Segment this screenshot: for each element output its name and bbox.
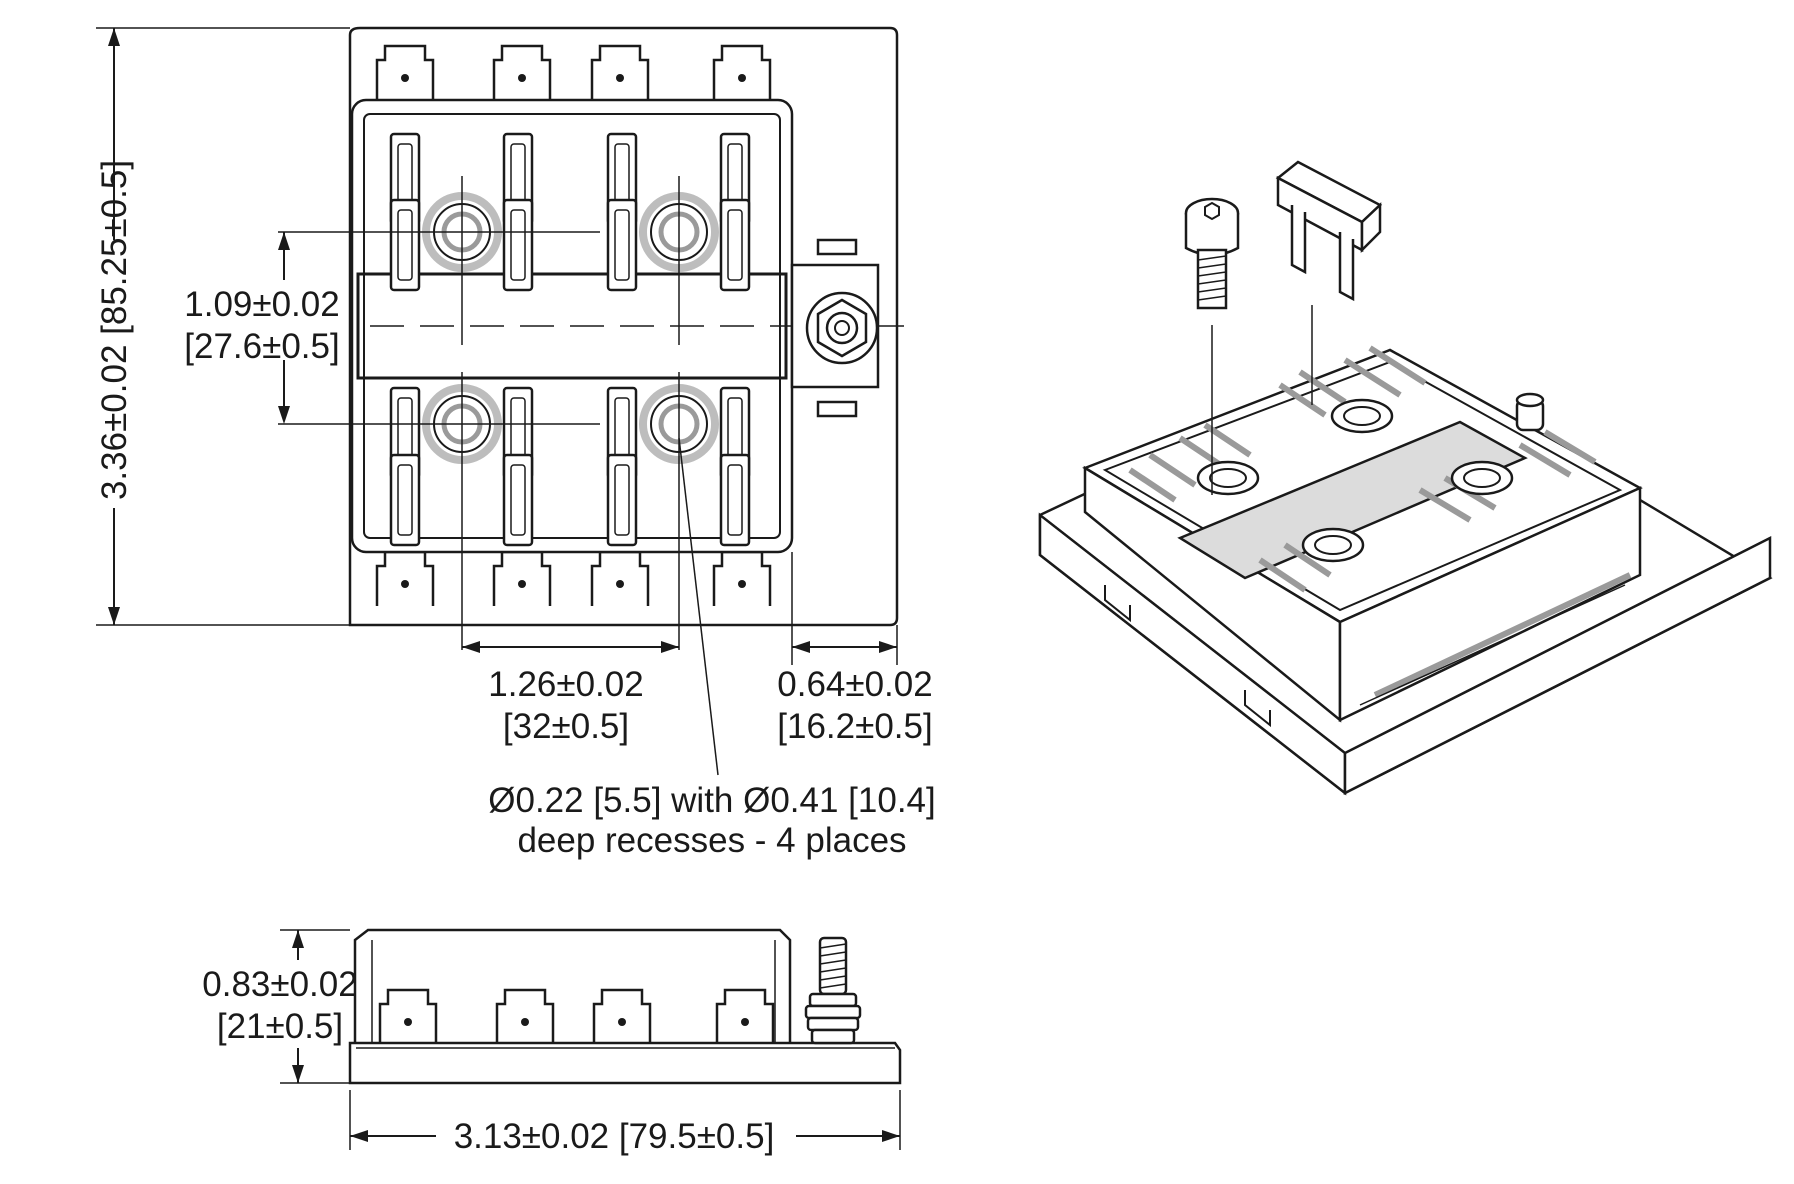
isometric-view xyxy=(1038,160,1773,796)
terminal-tab xyxy=(375,550,435,608)
column-spacing-dimension-metric: [32±0.5] xyxy=(503,707,629,746)
screw-part xyxy=(1184,197,1240,310)
terminal-tab xyxy=(492,44,552,102)
row-spacing-dimension: 1.09±0.02 xyxy=(184,285,339,324)
recess-note-line2: deep recesses - 4 places xyxy=(517,821,906,860)
terminal-tab xyxy=(590,550,650,608)
top-view: 3.36±0.02 [85.25±0.5] 1.09±0.02 [27.6±0.… xyxy=(95,26,936,860)
row-spacing-dimension-metric: [27.6±0.5] xyxy=(184,327,339,366)
terminal-tab xyxy=(712,550,772,608)
overall-width-dimension: 3.13±0.02 [79.5±0.5] xyxy=(454,1117,775,1156)
fuse-part xyxy=(1275,160,1383,302)
side-height-dimension-metric: [21±0.5] xyxy=(217,1007,343,1046)
terminal-tab xyxy=(492,550,552,608)
stud-offset-dimension: 0.64±0.02 xyxy=(777,665,932,704)
side-height-dimension: 0.83±0.02 xyxy=(202,965,357,1004)
terminal-tab xyxy=(375,44,435,102)
terminal-tab xyxy=(712,44,772,102)
overall-height-dimension: 3.36±0.02 [85.25±0.5] xyxy=(95,160,134,500)
terminal-tab xyxy=(590,44,650,102)
side-view: 0.83±0.02 [21±0.5] 3.13±0.02 [79.5±0.5] xyxy=(178,928,902,1158)
recess-note: Ø0.22 [5.5] with Ø0.41 [10.4] xyxy=(488,781,936,820)
stud-offset-dimension-metric: [16.2±0.5] xyxy=(777,707,932,746)
column-spacing-dimension: 1.26±0.02 xyxy=(488,665,643,704)
